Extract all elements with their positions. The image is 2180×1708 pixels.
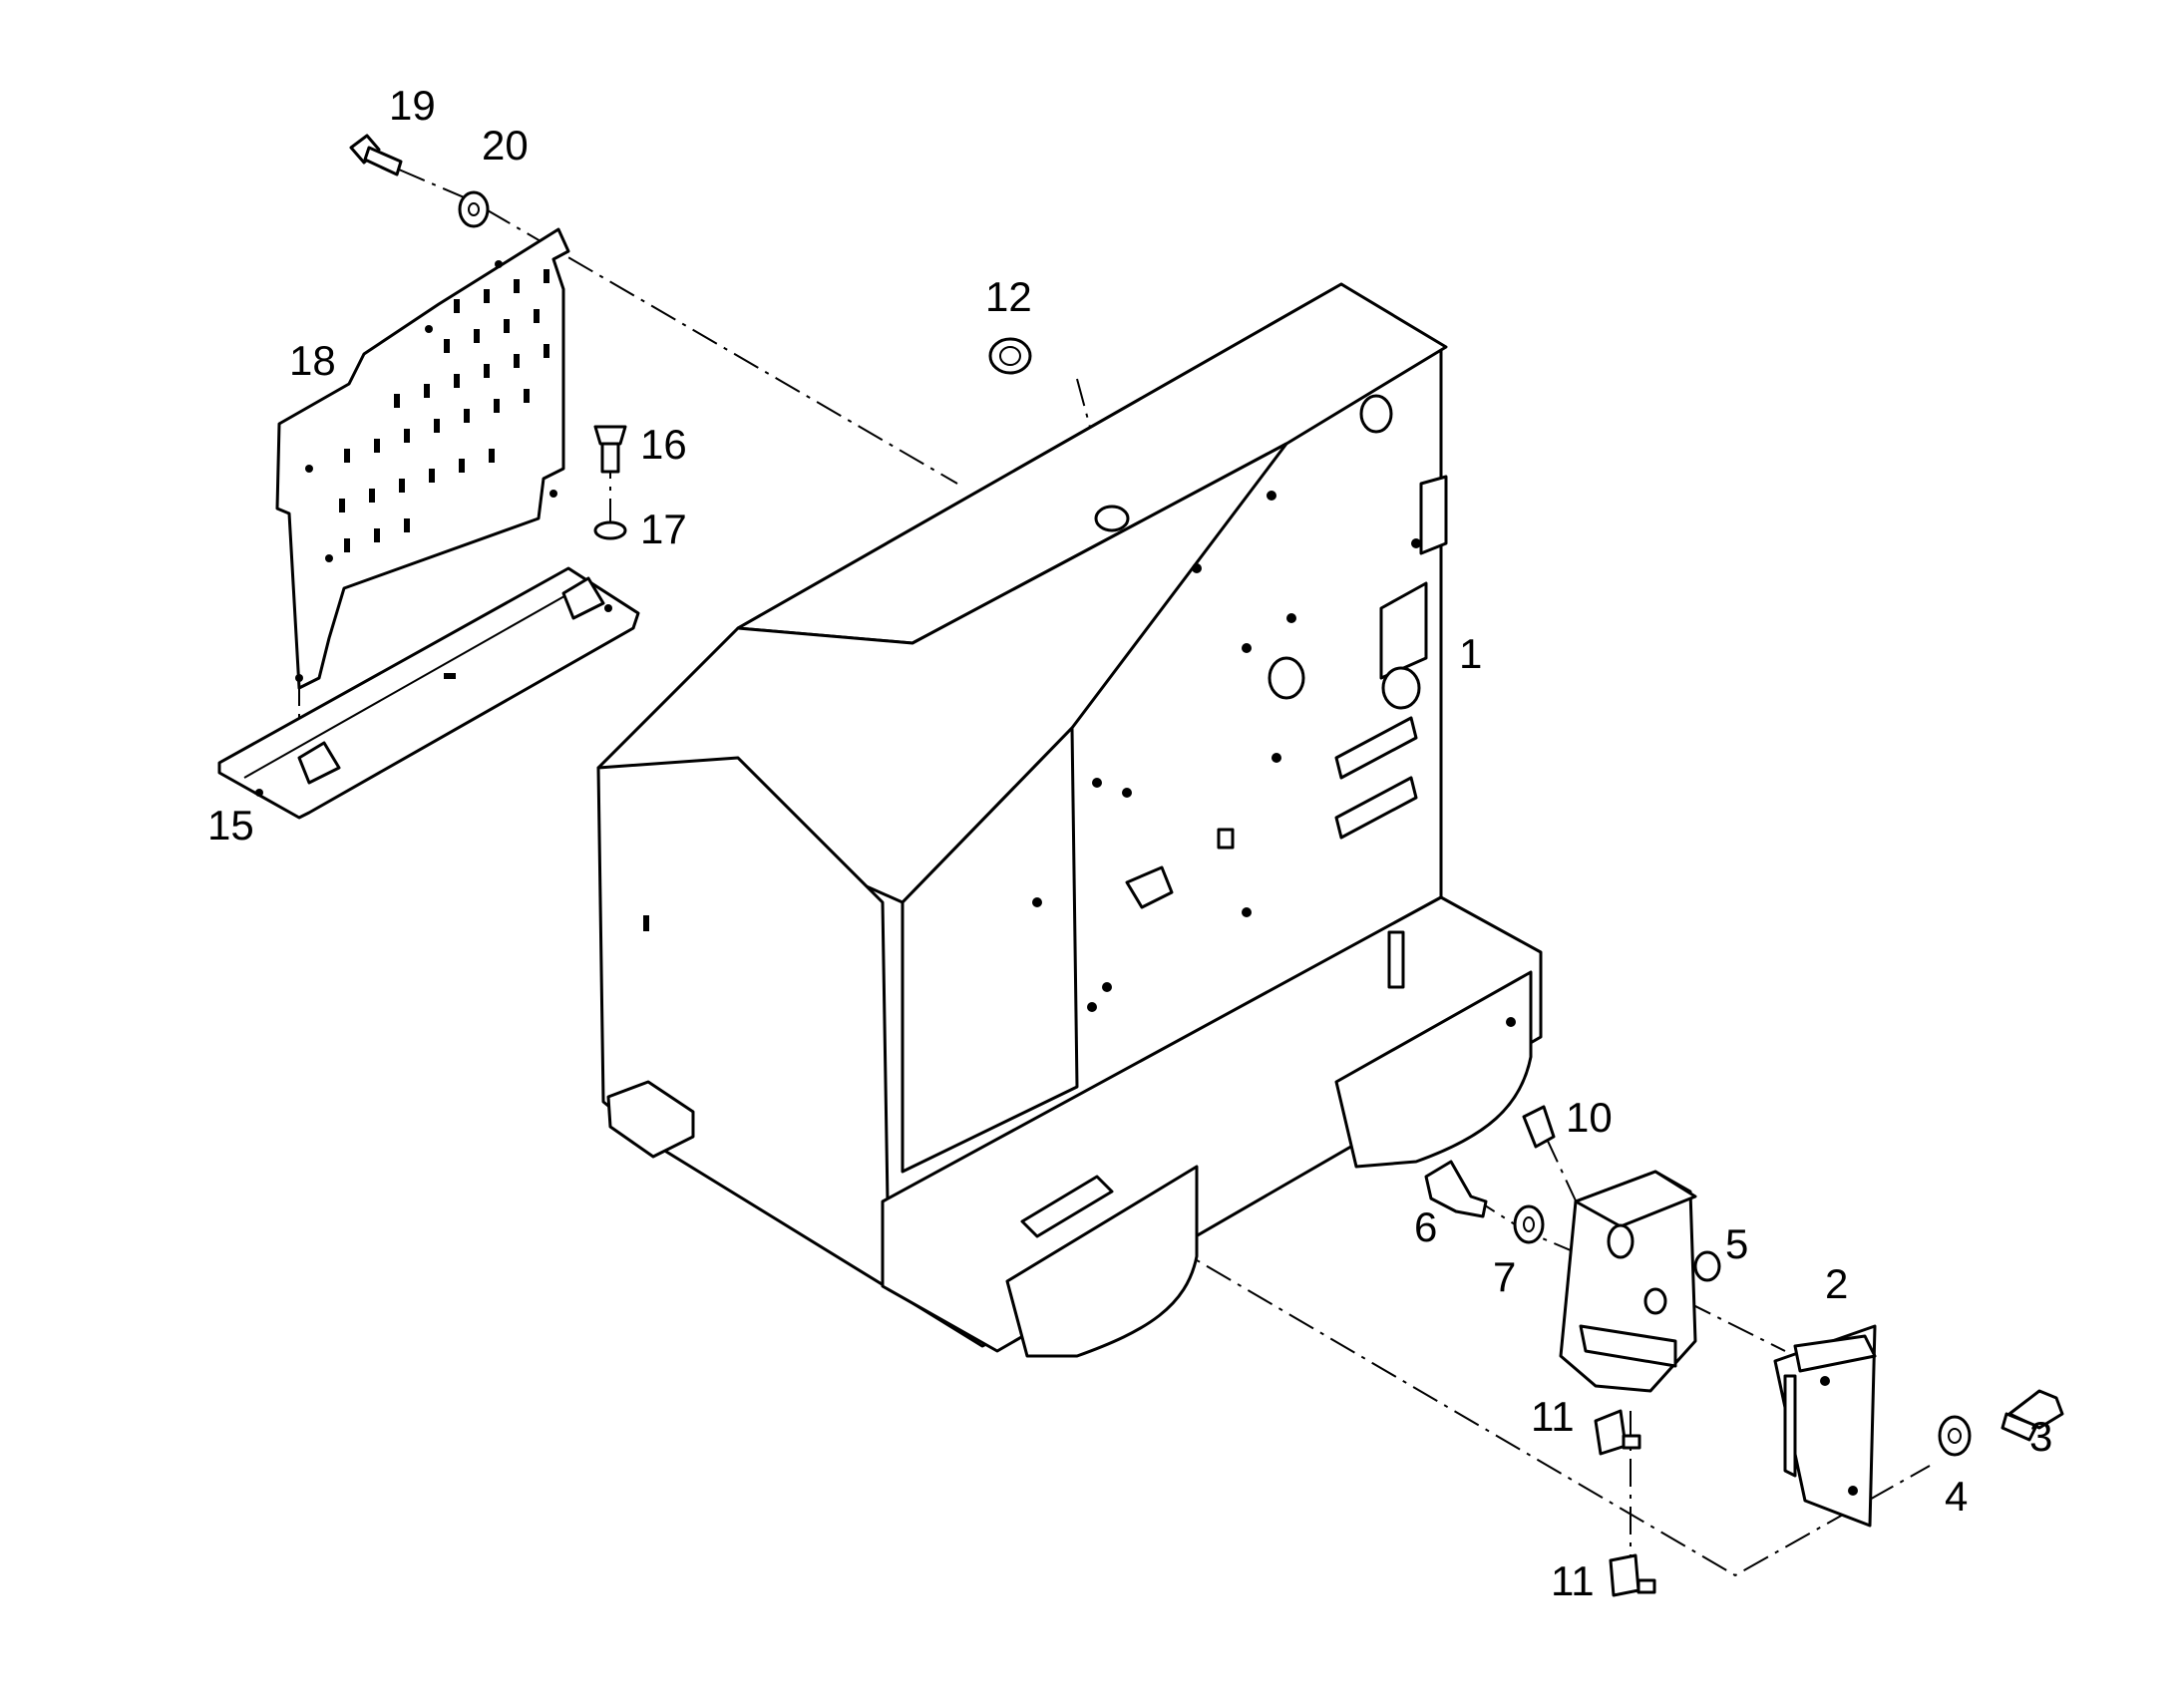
callout-12: 12 bbox=[985, 273, 1032, 320]
callout-11-lower: 11 bbox=[1551, 1557, 1595, 1604]
bolt-part-3 bbox=[2000, 1389, 2064, 1442]
valve-block-part-5 bbox=[1559, 1170, 1721, 1393]
screw-part-19 bbox=[349, 134, 403, 176]
callout-3: 3 bbox=[2029, 1413, 2052, 1460]
callout-1: 1 bbox=[1459, 630, 1482, 677]
callout-11-upper: 11 bbox=[1531, 1393, 1575, 1440]
callout-labels: 19 20 18 16 17 15 12 1 10 6 7 5 2 11 11 … bbox=[207, 82, 2052, 1604]
fitting-part-11-upper bbox=[1594, 1409, 1641, 1456]
callout-15: 15 bbox=[207, 802, 254, 849]
callout-16: 16 bbox=[640, 421, 687, 468]
callout-19: 19 bbox=[389, 82, 436, 129]
callout-20: 20 bbox=[482, 122, 529, 169]
main-frame-housing bbox=[596, 282, 1543, 1358]
callout-5: 5 bbox=[1725, 1220, 1748, 1267]
grommet-part-12 bbox=[988, 337, 1032, 375]
callout-2: 2 bbox=[1825, 1260, 1848, 1307]
perforated-plate-part-18 bbox=[275, 227, 570, 690]
washer-part-20 bbox=[458, 190, 490, 228]
fitting-part-11-lower bbox=[1609, 1553, 1656, 1597]
washer-part-17 bbox=[593, 520, 627, 540]
bracket-tray-part-15 bbox=[217, 566, 640, 820]
washer-part-4 bbox=[1938, 1415, 1972, 1457]
callout-18: 18 bbox=[289, 337, 336, 384]
callout-6: 6 bbox=[1414, 1203, 1437, 1250]
fitting-part-10 bbox=[1522, 1105, 1556, 1149]
mounting-bracket-part-2 bbox=[1773, 1324, 1877, 1528]
callout-7: 7 bbox=[1493, 1253, 1516, 1300]
callout-17: 17 bbox=[640, 506, 687, 552]
washer-part-7 bbox=[1513, 1204, 1545, 1244]
callout-4: 4 bbox=[1945, 1473, 1968, 1520]
bolt-part-16 bbox=[593, 425, 627, 474]
plug-part-6 bbox=[1424, 1160, 1488, 1218]
callout-10: 10 bbox=[1566, 1094, 1613, 1141]
